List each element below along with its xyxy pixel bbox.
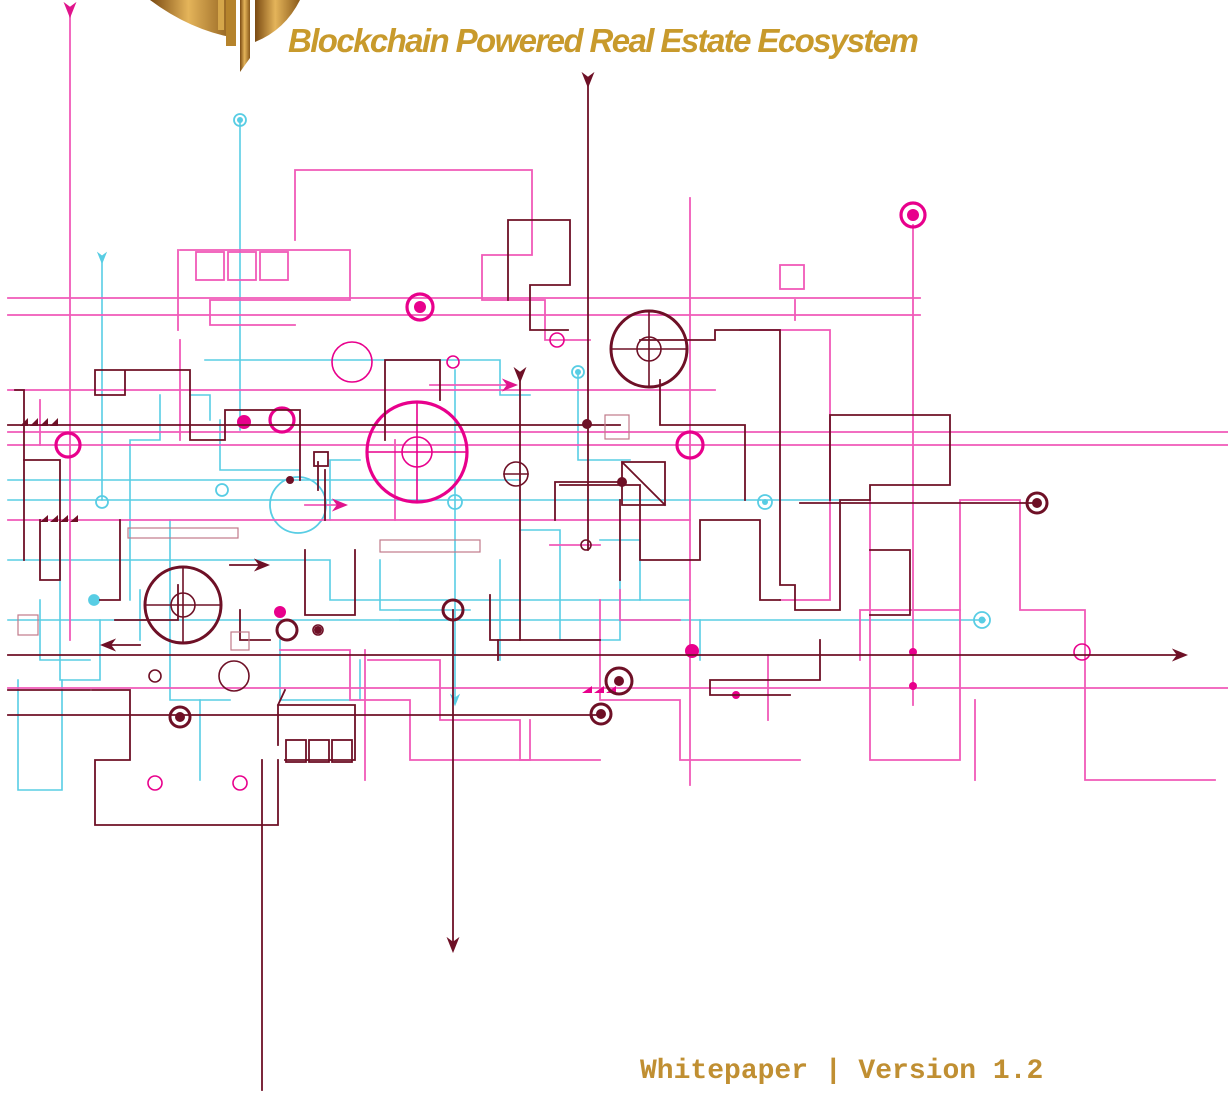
version-label: Whitepaper | Version 1.2 bbox=[640, 1056, 1044, 1087]
tagline: Blockchain Powered Real Estate Ecosystem bbox=[288, 22, 919, 59]
